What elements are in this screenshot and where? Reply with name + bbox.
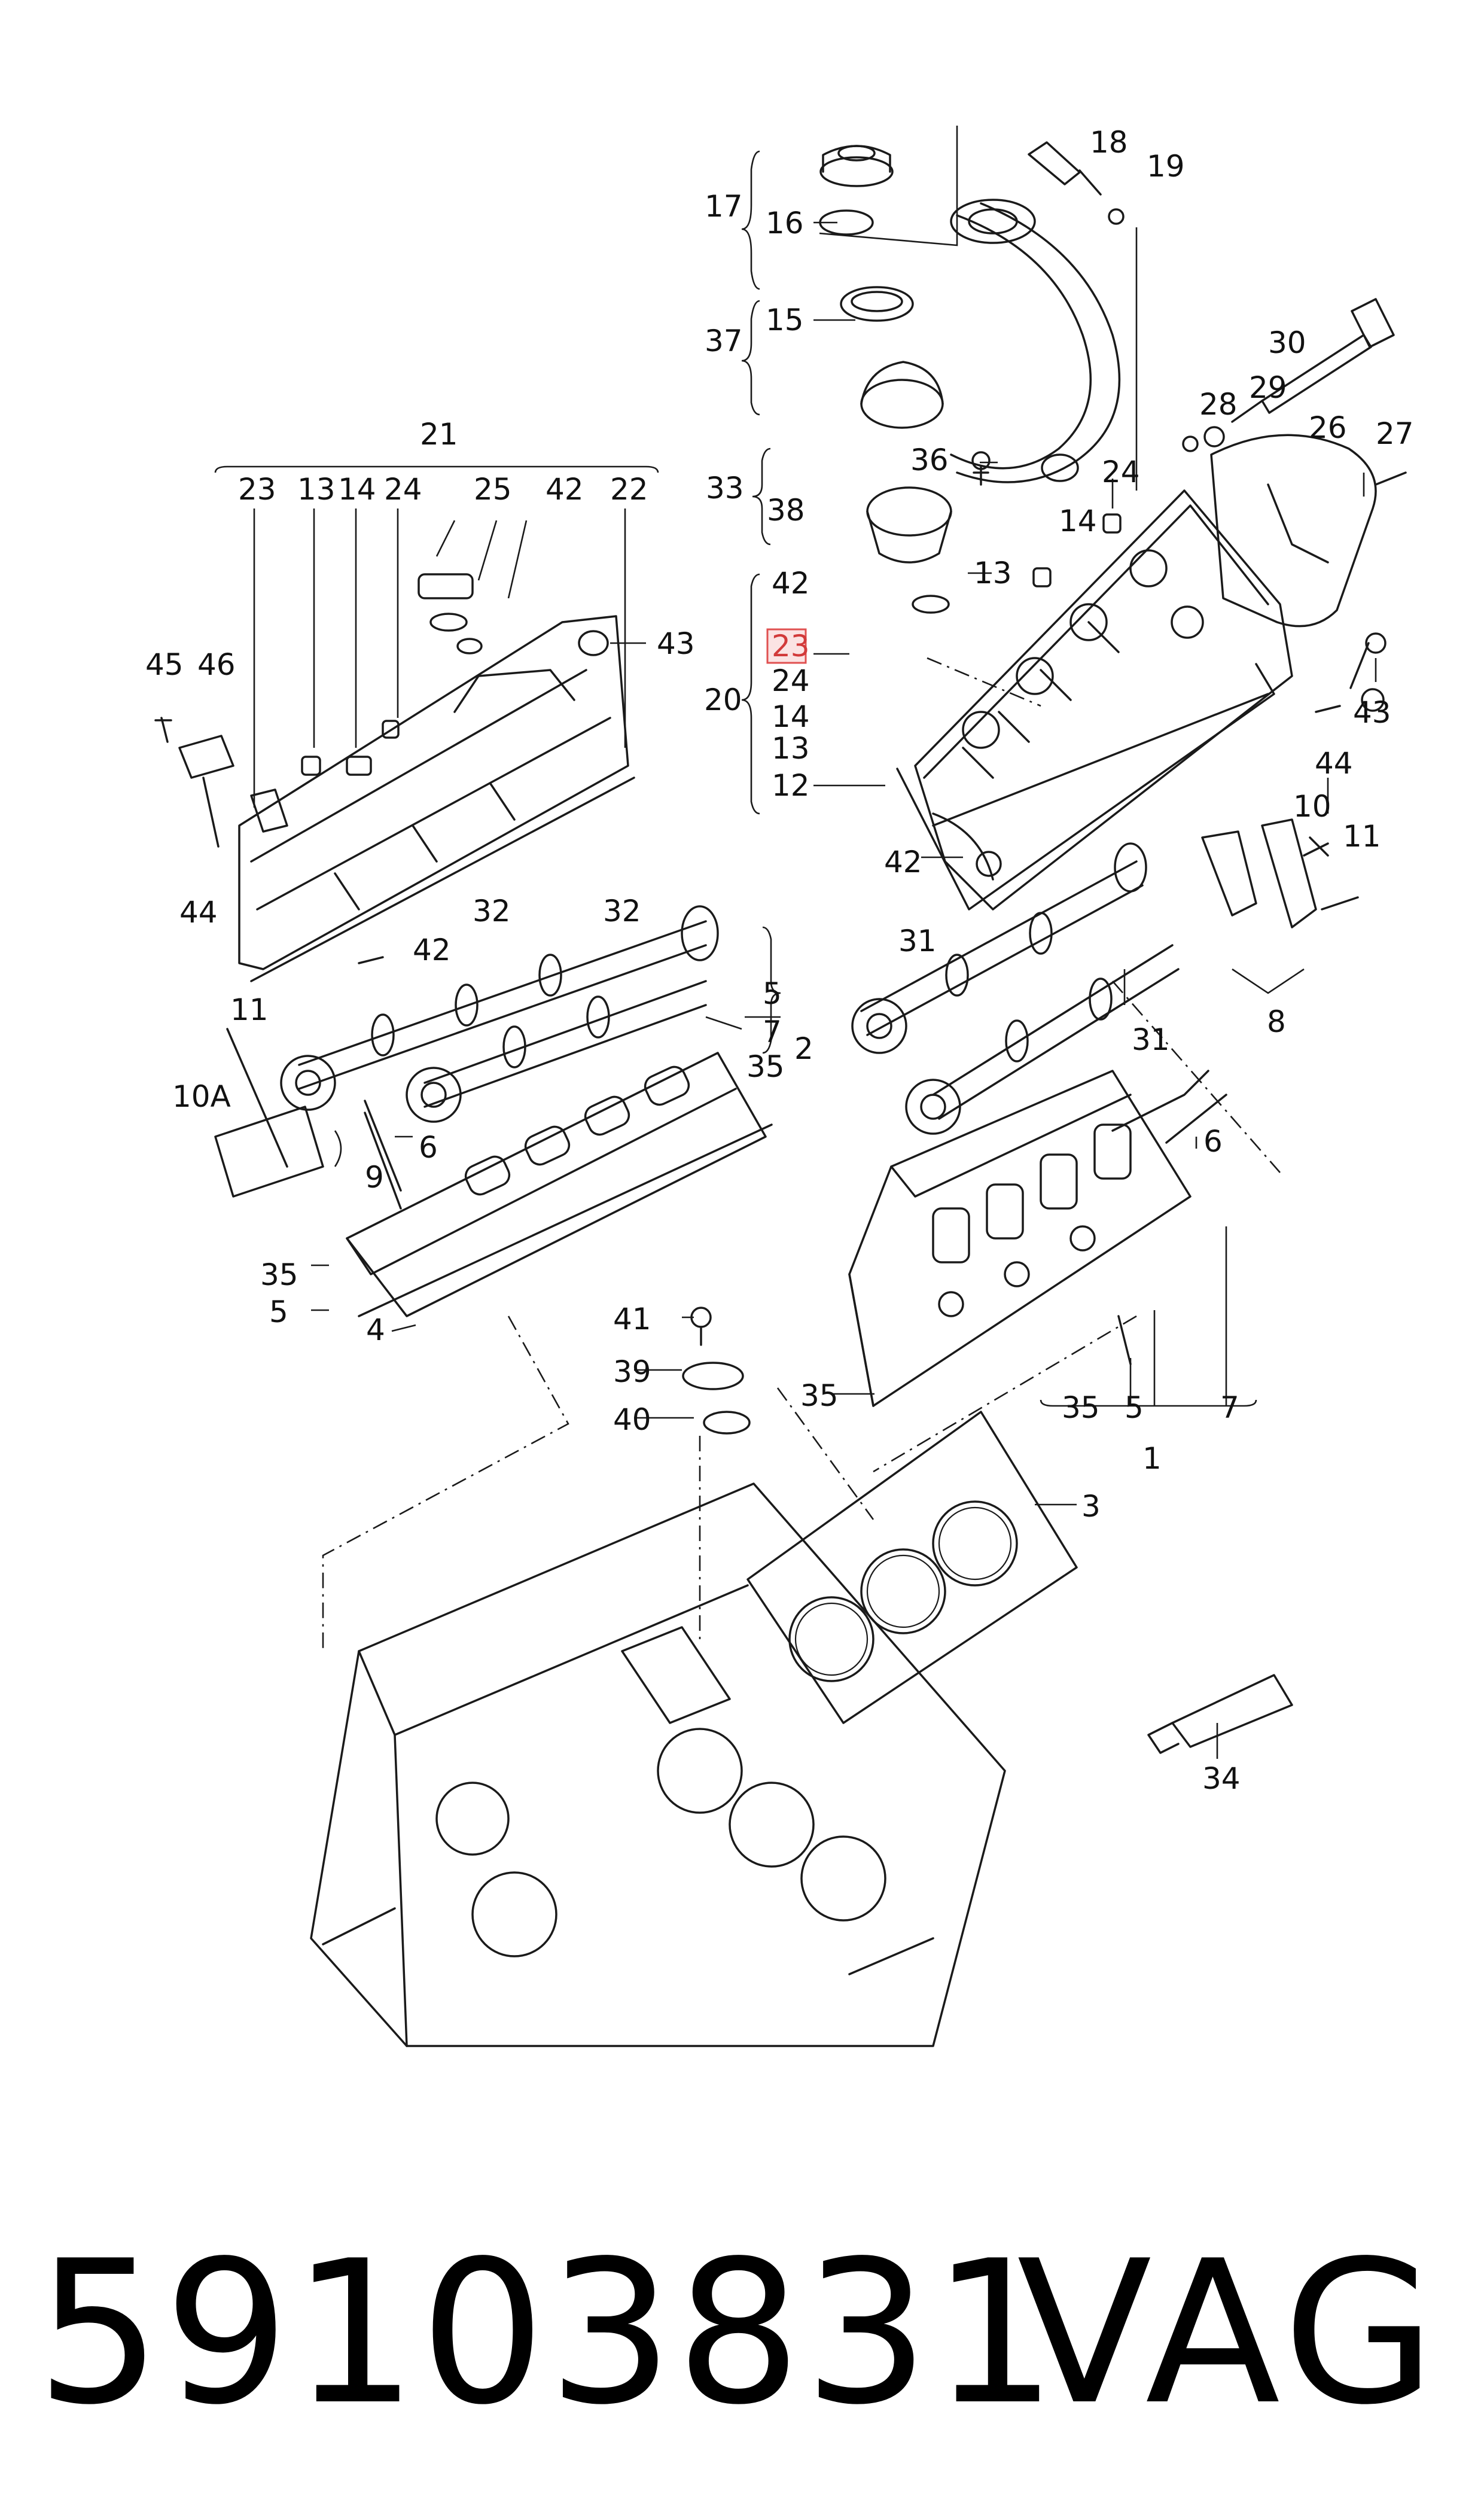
callout: 12: [772, 768, 810, 803]
callout: 13: [974, 556, 1012, 590]
breather-elbow: [860, 361, 952, 614]
callout: 21: [420, 417, 458, 452]
callout: 4: [366, 1313, 385, 1347]
part-number: 59103831: [36, 2218, 1060, 2448]
callout: 5: [1125, 1390, 1144, 1425]
callout: 13: [772, 731, 810, 766]
callout: 29: [1249, 370, 1287, 405]
callout: 11: [230, 992, 269, 1027]
callout: 42: [884, 845, 922, 879]
callout: 34: [1202, 1761, 1241, 1796]
callout: 36: [910, 443, 949, 477]
callout: 28: [1199, 387, 1238, 422]
callout: 35: [800, 1378, 839, 1413]
engine-block: [310, 1482, 1006, 2047]
leader-lines: [214, 126, 1377, 1759]
callout: 10A: [172, 1079, 231, 1114]
highlighted-callout: 23: [772, 629, 810, 663]
exploded-parts-diagram: 17 16 18 19 37 15 30 28 29 26 27 33 36 2…: [145, 125, 1414, 2047]
callout: 23: [238, 472, 276, 507]
callout: 40: [613, 1402, 651, 1437]
callout: 32: [473, 894, 511, 928]
callout: 13: [297, 472, 336, 507]
breather-seal-ring: [840, 286, 914, 322]
callout: 32: [603, 894, 641, 928]
sealant-tube: [1147, 1674, 1293, 1754]
callout: 20: [704, 683, 742, 717]
callout: 10: [1293, 789, 1331, 824]
left-camshafts: [280, 905, 719, 1123]
callout: 7: [1220, 1390, 1239, 1425]
injector-bracket: [1210, 434, 1407, 689]
callout: 11: [1343, 819, 1381, 854]
callout: 14: [338, 472, 376, 507]
callout: 15: [766, 303, 804, 337]
callout: 16: [766, 206, 804, 240]
right-cylinder-head-cover: [914, 489, 1293, 911]
left-cylinder-head: [346, 1052, 773, 1317]
callout: 35: [1062, 1390, 1100, 1425]
breather-hose: [950, 141, 1125, 483]
oil-filler-cap: [819, 145, 894, 236]
callout: 27: [1376, 416, 1414, 451]
callout: 19: [1147, 149, 1185, 184]
callout: 46: [197, 647, 236, 682]
callout: 39: [613, 1354, 651, 1389]
cylinder-head-gasket: [746, 1411, 1078, 1724]
injector: [1182, 298, 1395, 452]
callout: 42: [546, 472, 584, 507]
right-camshafts: [851, 842, 1180, 1135]
callout: 37: [705, 324, 743, 358]
right-cover-small-parts: [971, 451, 1385, 877]
callout: 42: [413, 933, 451, 967]
callout: 2: [794, 1031, 813, 1066]
highlighted-callout-box: [766, 628, 807, 664]
footer: 59103831 VAG: [0, 2213, 1484, 2453]
left-cover-gasket: [250, 777, 635, 982]
callout: 45: [145, 647, 184, 682]
callout: 7: [763, 1015, 782, 1049]
callout: 14: [1059, 504, 1097, 538]
callout: 41: [613, 1302, 651, 1336]
callout: 30: [1268, 325, 1306, 360]
right-cover-gasket: [896, 663, 1275, 911]
callout: 8: [1267, 1004, 1286, 1039]
callout: 24: [1102, 455, 1140, 489]
callout: 5: [763, 976, 782, 1011]
callout: 33: [706, 471, 744, 506]
callout: 1: [1142, 1441, 1162, 1476]
callout: 3: [1081, 1489, 1101, 1524]
callout: 18: [1090, 125, 1128, 160]
callout: 26: [1309, 410, 1347, 445]
callout: 35: [260, 1258, 298, 1292]
callout: 25: [474, 472, 512, 507]
callout: 24: [772, 663, 810, 698]
callout: 6: [1203, 1124, 1223, 1159]
callout: 38: [767, 493, 805, 528]
head-bolts: [364, 1094, 1227, 1210]
callout: 44: [1315, 746, 1353, 781]
brand-name: VAG: [1017, 2218, 1442, 2448]
callout: 22: [610, 472, 648, 507]
callout: 35: [746, 1049, 785, 1084]
callout: 14: [772, 699, 810, 734]
left-cylinder-head-cover: [238, 615, 629, 970]
callout: 44: [179, 895, 218, 930]
callout: 9: [365, 1160, 384, 1195]
callout: 42: [772, 566, 810, 601]
sealing-plug-group: [682, 1307, 751, 1435]
callout: 24: [384, 472, 422, 507]
camshaft-adjusters: [214, 818, 1359, 1198]
callout-labels: 17 16 18 19 37 15 30 28 29 26 27 33 36 2…: [145, 125, 1414, 1796]
callout: 31: [1132, 1022, 1170, 1057]
callout: 17: [705, 189, 743, 224]
dash-dot-alignment-lines: [322, 657, 1281, 1651]
left-cover-small-parts: [154, 573, 609, 964]
callout: 31: [898, 924, 937, 958]
callout: 5: [269, 1295, 288, 1329]
callout: 43: [657, 626, 695, 661]
right-cylinder-head: [848, 1070, 1209, 1407]
callout: 43: [1353, 695, 1391, 730]
callout: 6: [419, 1130, 438, 1165]
